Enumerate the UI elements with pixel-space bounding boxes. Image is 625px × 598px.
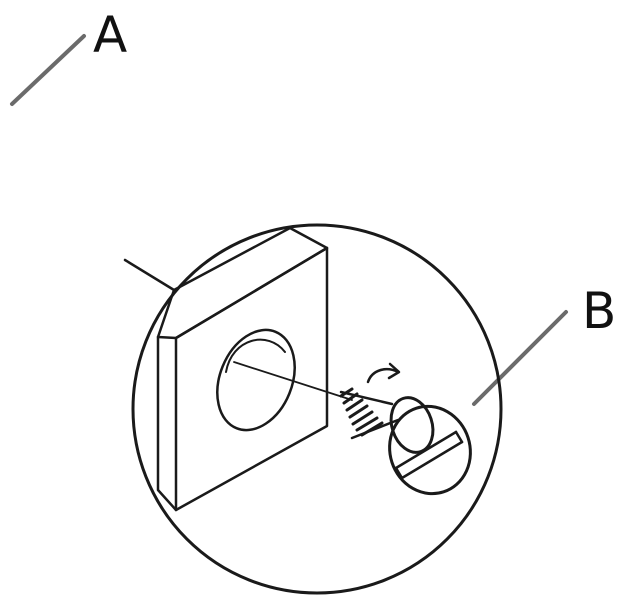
bracket-plate xyxy=(123,226,329,512)
detail-view xyxy=(123,223,503,595)
callout-b-leader xyxy=(472,310,568,406)
detail-circle xyxy=(131,223,503,595)
plate-hole xyxy=(216,328,296,432)
rotation-arrow-icon xyxy=(366,362,401,384)
screw-thread xyxy=(339,387,400,440)
screw-head xyxy=(388,396,472,496)
callout-a-leader xyxy=(10,34,86,106)
screw xyxy=(233,361,472,496)
callout-a-label: A xyxy=(93,6,127,64)
callout-b-label: B xyxy=(582,282,616,340)
